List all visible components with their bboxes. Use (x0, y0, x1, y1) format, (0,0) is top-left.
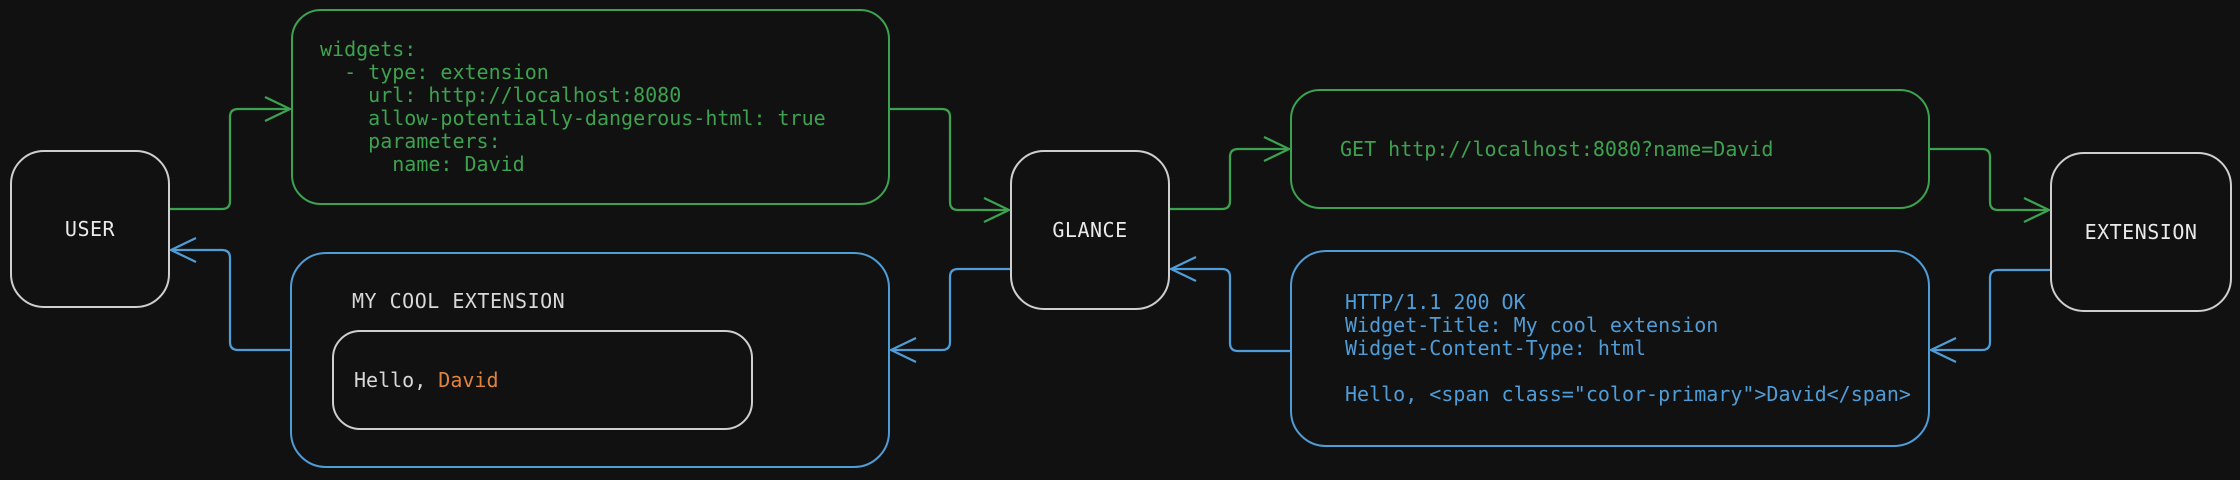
node-extension: EXTENSION (2050, 152, 2232, 312)
edge-user-to-config (170, 95, 293, 211)
node-glance: GLANCE (1010, 150, 1170, 310)
node-extension-label: EXTENSION (2084, 220, 2198, 244)
http-request-box: GET http://localhost:8080?name=David (1290, 89, 1930, 209)
http-request-line: GET http://localhost:8080?name=David (1340, 136, 1774, 161)
node-user: USER (10, 150, 170, 308)
arrowhead-icon (1263, 135, 1292, 163)
widget-title: MY COOL EXTENSION (352, 289, 566, 313)
edge-extension-to-response (1928, 268, 2050, 364)
http-response-box: HTTP/1.1 200 OK Widget-Title: My cool ex… (1290, 250, 1930, 447)
edge-glance-to-request (1170, 135, 1292, 211)
arrowhead-icon (2023, 196, 2052, 224)
arrowhead-icon (168, 236, 197, 264)
edge-config-to-glance (890, 107, 1012, 224)
arrowhead-icon (1168, 255, 1197, 283)
response-line (1345, 360, 1928, 383)
arrowhead-icon (264, 95, 293, 123)
config-line: allow-potentially-dangerous-html: true (320, 106, 826, 130)
config-line: parameters: (320, 129, 501, 153)
edge-response-to-glance (1168, 255, 1290, 353)
node-glance-label: GLANCE (1052, 218, 1128, 242)
config-line: name: David (320, 152, 525, 176)
edge-widget-to-user (168, 236, 290, 352)
greeting-prefix: Hello, (354, 368, 439, 392)
arrowhead-icon (1928, 336, 1957, 364)
config-line: url: http://localhost:8080 (320, 83, 682, 107)
config-line: - type: extension (320, 60, 549, 84)
arrowhead-icon (983, 196, 1012, 224)
config-line: widgets: (320, 37, 417, 61)
response-line: Widget-Content-Type: html (1345, 336, 1647, 360)
config-yaml-box: widgets: - type: extension url: http://l… (291, 9, 890, 205)
widget-preview-box: MY COOL EXTENSION Hello, David (290, 252, 890, 468)
edge-request-to-extension (1930, 147, 2052, 224)
arrowhead-icon (888, 336, 917, 364)
response-line: Widget-Title: My cool extension (1345, 313, 1719, 337)
response-line: Hello, <span class="color-primary">David… (1345, 382, 1911, 406)
edge-glance-to-widget (888, 267, 1010, 364)
response-line: HTTP/1.1 200 OK (1345, 290, 1526, 314)
widget-rendered-output: Hello, David (332, 330, 753, 430)
greeting-name: David (438, 368, 499, 392)
node-user-label: USER (64, 217, 116, 241)
